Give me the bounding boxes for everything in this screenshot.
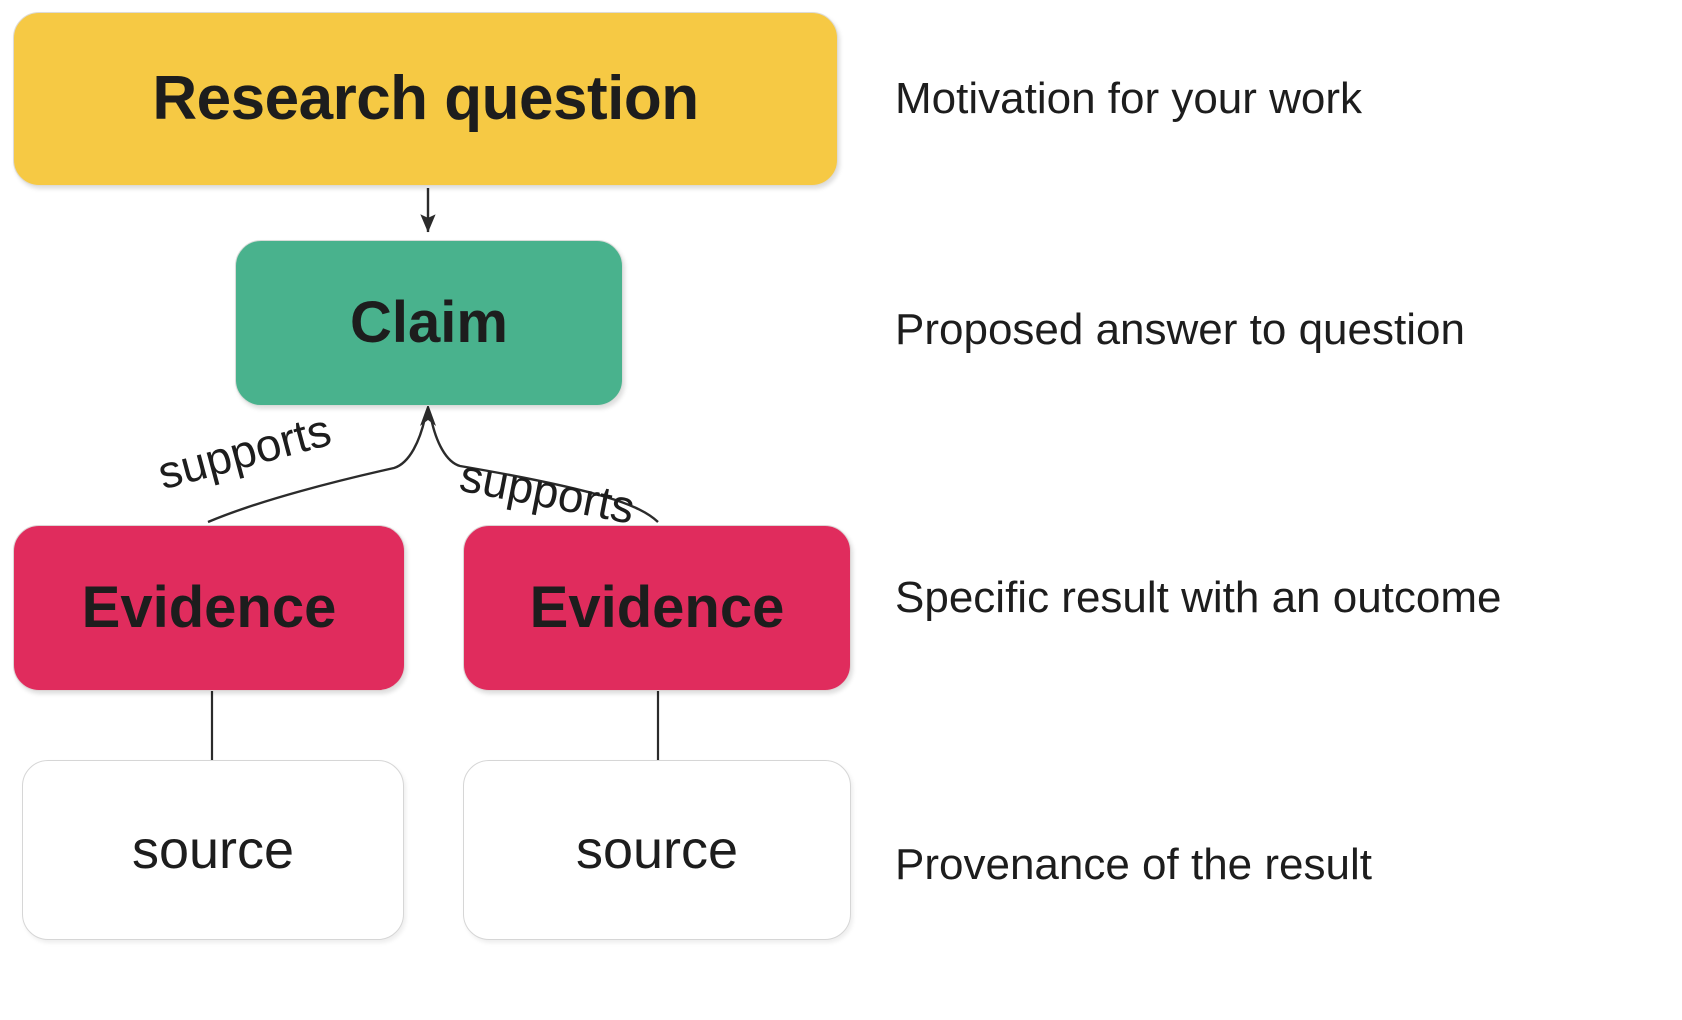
node-claim-label: Claim	[350, 290, 508, 355]
node-source-left[interactable]: source	[22, 760, 404, 940]
node-source-right[interactable]: source	[463, 760, 851, 940]
claim-arrowhead-icon	[420, 404, 436, 426]
node-source-right-label: source	[575, 820, 739, 880]
annotation-claim: Proposed answer to question	[895, 305, 1465, 354]
annotation-research-question: Motivation for your work	[895, 74, 1363, 123]
node-research-question[interactable]: Research question	[13, 12, 838, 186]
edge-label-supports-right: supports	[455, 448, 640, 534]
edge-label-supports-left: supports	[152, 403, 337, 500]
node-source-left-label: source	[131, 820, 295, 880]
node-evidence-right[interactable]: Evidence	[463, 525, 851, 691]
node-evidence-left[interactable]: Evidence	[13, 525, 405, 691]
node-evidence-left-label: Evidence	[81, 575, 337, 640]
node-research-question-label: Research question	[152, 64, 699, 133]
node-evidence-right-label: Evidence	[529, 575, 785, 640]
annotation-source: Provenance of the result	[895, 840, 1372, 889]
node-claim[interactable]: Claim	[235, 240, 623, 406]
annotation-evidence: Specific result with an outcome	[895, 573, 1502, 622]
